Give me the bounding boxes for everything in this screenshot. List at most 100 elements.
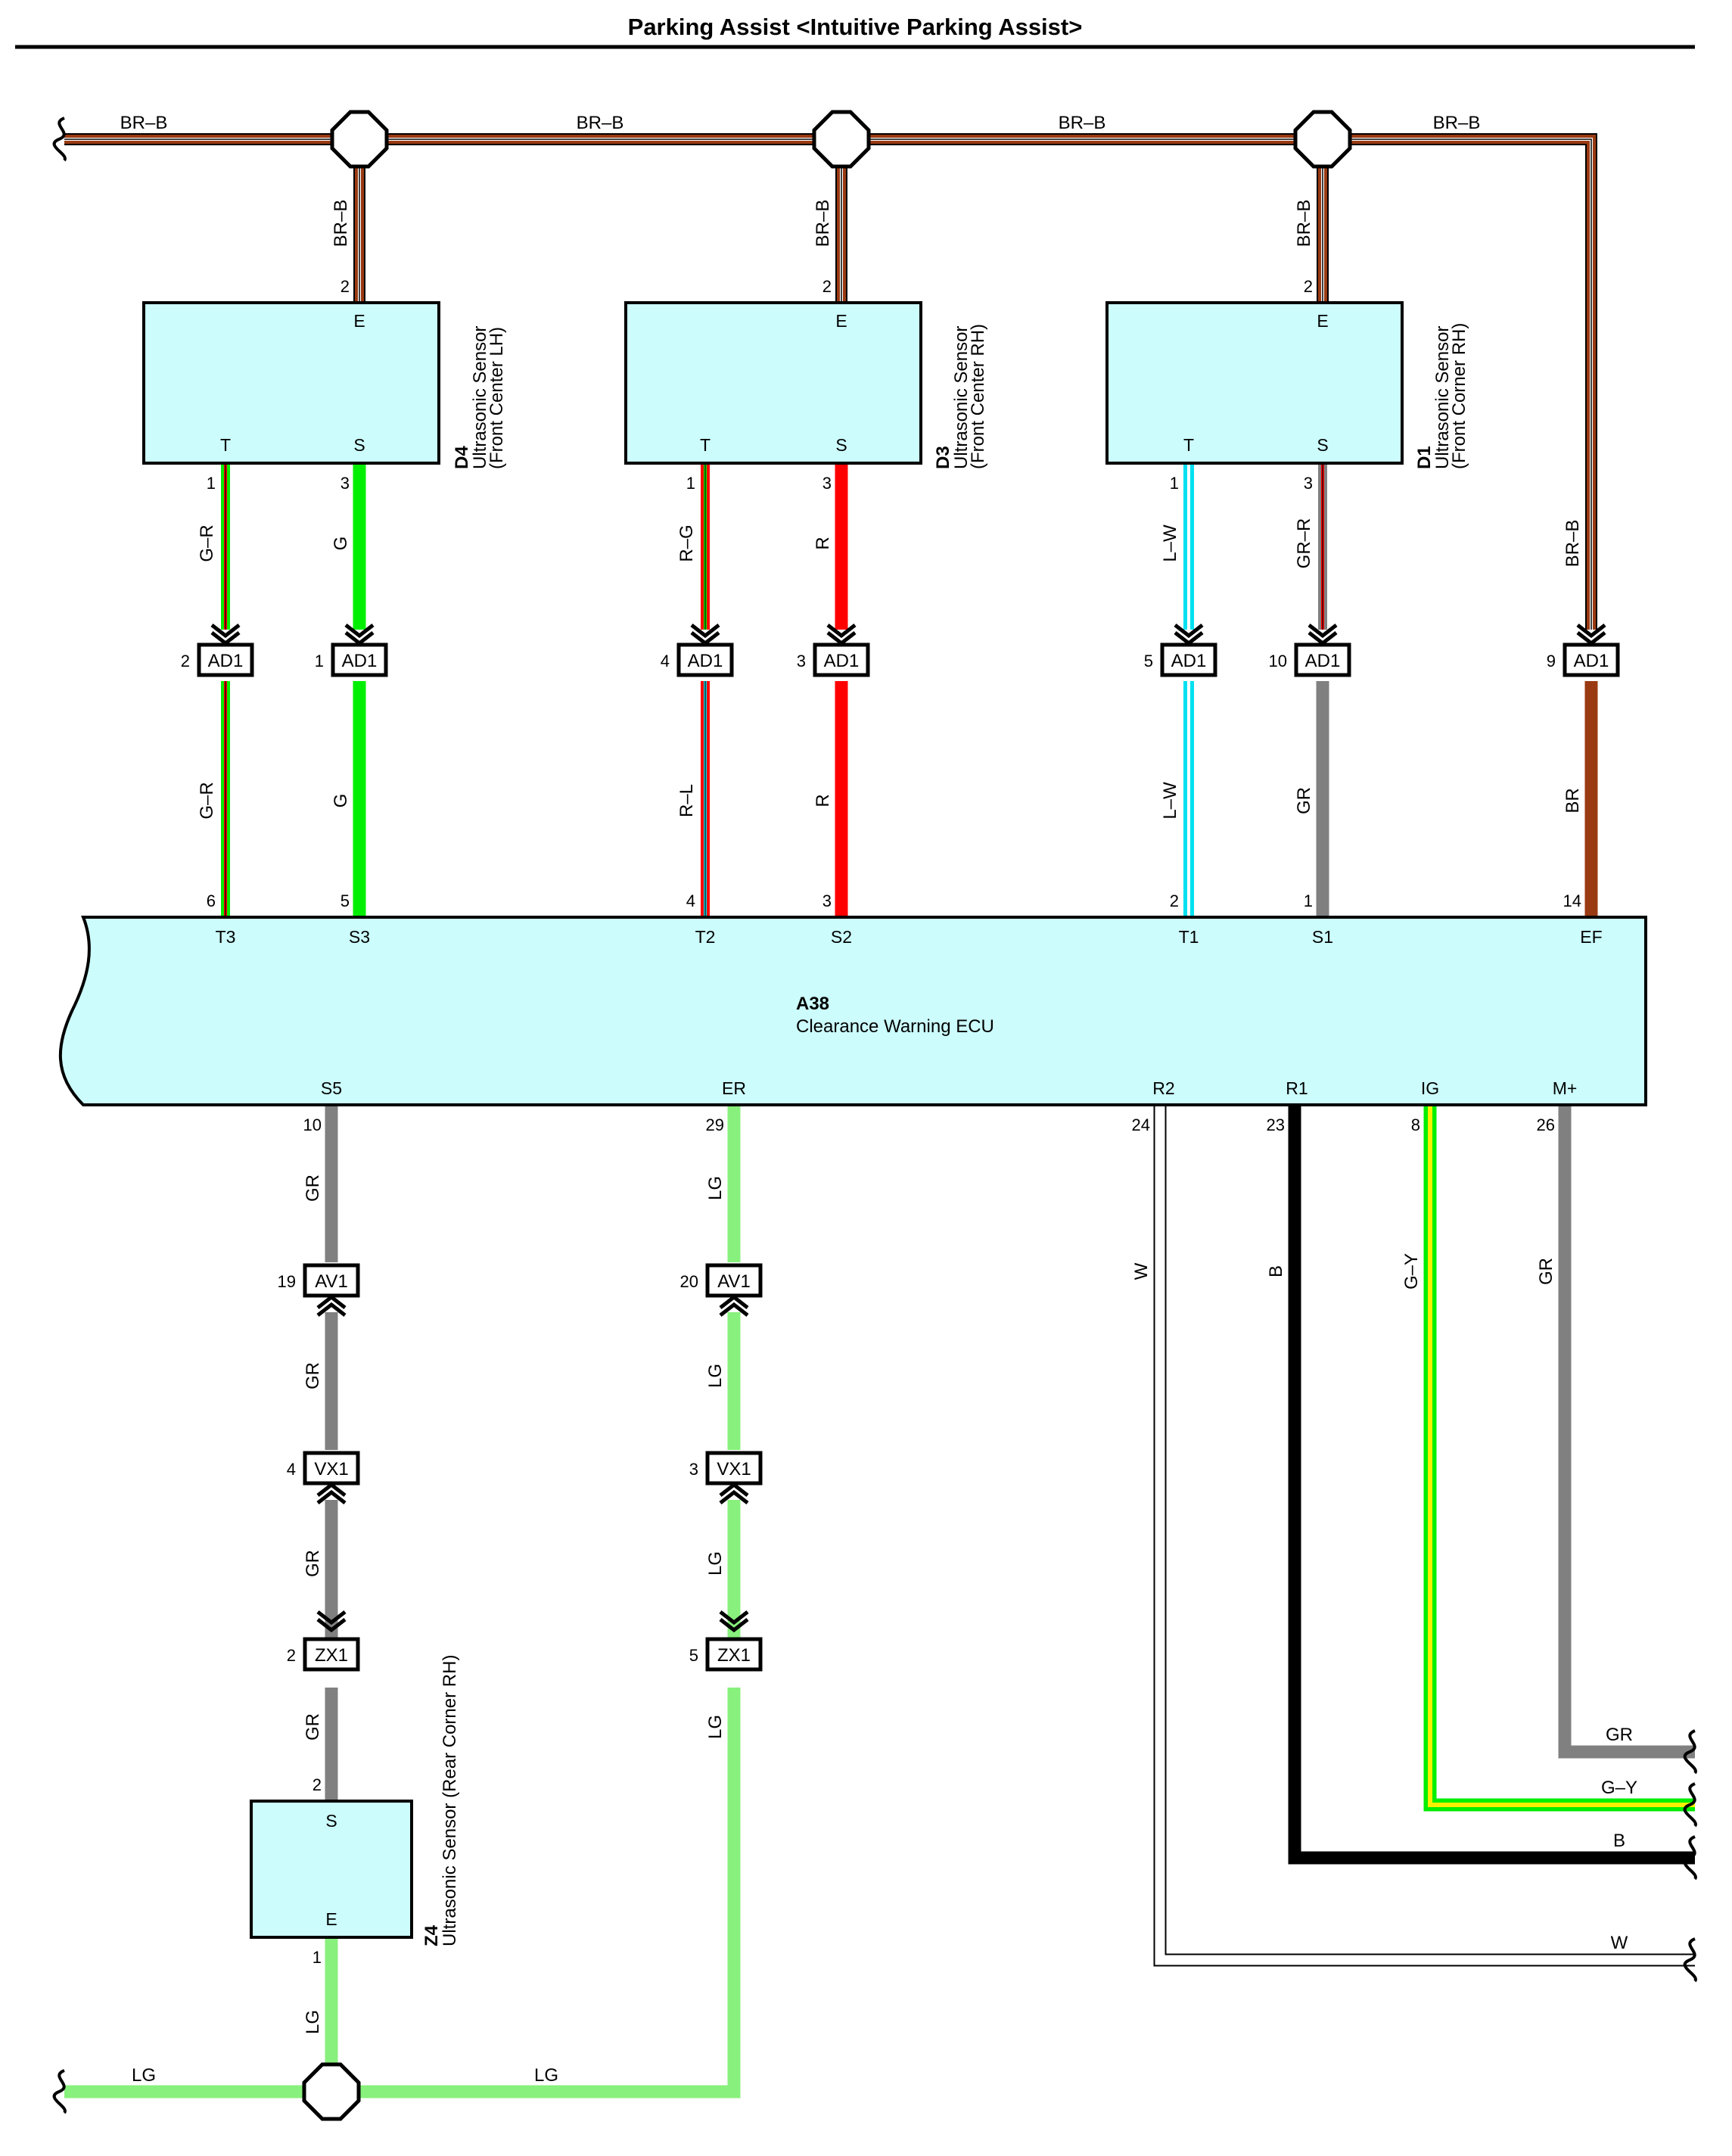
wire-label: G: [331, 537, 351, 551]
connector-label: AD1: [1171, 651, 1207, 671]
splice-point: [1293, 110, 1352, 169]
component-name: (Front Corner RH): [1449, 323, 1469, 469]
pin-number: 2: [1304, 277, 1313, 296]
wire-label: R–G: [676, 524, 697, 562]
splice-point: [812, 110, 871, 169]
connector-ad1: AD1 4: [661, 624, 734, 677]
pin-number: 23: [1267, 1115, 1285, 1134]
component-id: Z4: [421, 1924, 442, 1946]
component-box: [142, 301, 440, 465]
connector-label: AD1: [688, 651, 723, 671]
wire-label: BR–B: [1294, 200, 1314, 247]
terminal-label: S3: [349, 927, 370, 947]
wire-label: BR–B: [331, 200, 351, 247]
wire-label: GR: [303, 1174, 323, 1202]
pin-number: 9: [1547, 652, 1556, 670]
pin-number: 5: [340, 891, 350, 910]
wire-label: L–W: [1160, 782, 1180, 820]
wire-label: GR: [1536, 1258, 1556, 1285]
pin-number: 20: [680, 1272, 698, 1291]
pin-number: 5: [689, 1646, 698, 1665]
pin-number: 1: [313, 1948, 322, 1967]
wire-label: R: [813, 537, 833, 549]
splice-points: [302, 110, 1352, 2121]
wire-mplus-gr: [1558, 1105, 1695, 1759]
pin-number: 3: [1304, 474, 1313, 493]
wire-label: GR: [303, 1550, 323, 1577]
wire-break-mark: [52, 117, 67, 162]
wire-label: BR–B: [1059, 113, 1106, 133]
wire-label: BR–B: [577, 113, 624, 133]
pin-number: 1: [315, 652, 324, 670]
pin-number: 10: [1269, 652, 1287, 670]
wire-labels: BR–B BR–B BR–B BR–B BR–B BR–B BR–B BR–B …: [120, 113, 1637, 2086]
connector-av1: AV1 19: [278, 1263, 360, 1317]
wire-ig-g-y: [1423, 1105, 1695, 1812]
component-id: D3: [933, 446, 953, 469]
pin-number: 29: [706, 1115, 724, 1134]
wire-label: LG: [705, 1364, 726, 1388]
wire-label: LG: [705, 1176, 726, 1200]
wire-label: R: [813, 794, 833, 807]
terminal-label: T: [1183, 435, 1194, 455]
terminal-label: S2: [831, 927, 852, 947]
pin-number: 14: [1563, 891, 1581, 910]
terminal-label: T: [220, 435, 231, 455]
wire-label: BR–B: [120, 113, 168, 133]
pin-number: 3: [340, 474, 350, 493]
connector-label: AD1: [824, 651, 860, 671]
component-name: Ultrasonic Sensor (Rear Corner RH): [440, 1655, 460, 1946]
connector-ad1: AD1 3: [797, 624, 870, 677]
wire-r2-w: [1153, 1105, 1695, 1967]
connector-vx1: VX1 4: [287, 1451, 360, 1504]
pin-numbers: 2 1 3 2 1 3 2 1 3 6 5 4 3 2 1 14 10 29 2…: [207, 277, 1581, 1967]
connector-ad1: AD1 5: [1144, 624, 1217, 677]
pin-number: 2: [287, 1646, 296, 1665]
wire-label: BR–B: [1563, 520, 1583, 568]
splice-point: [302, 2062, 361, 2121]
wire-label: LG: [132, 2065, 156, 2086]
connector-label: AD1: [1305, 651, 1341, 671]
terminal-label: ER: [722, 1078, 746, 1098]
terminal-label: EF: [1580, 927, 1602, 947]
inline-connectors: AD1 2 AD1 1 AD1 4 AD1 3 AD1 5: [181, 624, 1620, 1672]
connector-label: AD1: [208, 651, 244, 671]
wire-label: BR: [1563, 788, 1583, 813]
connector-label: ZX1: [717, 1645, 751, 1666]
terminal-label: T2: [695, 927, 716, 947]
terminal-label: IG: [1421, 1078, 1439, 1098]
wire-label: GR: [1294, 787, 1314, 814]
pin-number: 1: [1304, 891, 1313, 910]
component-box: [1105, 301, 1404, 465]
connector-label: AV1: [717, 1271, 751, 1292]
wire-label: LG: [303, 2010, 323, 2034]
wire-label: B: [1613, 1831, 1625, 1851]
wire-label: R–L: [676, 784, 697, 817]
wire-break-mark: [1683, 1937, 1697, 1983]
terminal-label: S1: [1312, 927, 1333, 947]
wire-label: W: [1131, 1262, 1152, 1280]
terminal-label: E: [1317, 311, 1328, 331]
wire-break-mark: [1683, 1729, 1697, 1775]
component-z4: S E Z4 Ultrasonic Sensor (Rear Corner RH…: [250, 1655, 460, 1946]
wire-label: LG: [705, 1715, 726, 1739]
component-id: D4: [452, 446, 472, 469]
wire-label: BR–B: [813, 200, 833, 247]
pin-number: 19: [278, 1272, 296, 1291]
terminal-label: S: [325, 1811, 337, 1831]
component-id: D1: [1414, 446, 1435, 469]
pin-number: 2: [181, 652, 190, 670]
component-name: Clearance Warning ECU: [796, 1016, 994, 1037]
wire-label: LG: [705, 1551, 726, 1576]
pin-number: 2: [1170, 891, 1179, 910]
component-d3: E T S D3 Ultrasonic Sensor (Front Center…: [624, 301, 988, 469]
wire-label: G–R: [197, 782, 217, 819]
pin-number: 1: [1170, 474, 1179, 493]
connector-ad1: AD1 9: [1547, 624, 1620, 677]
pin-number: 3: [822, 474, 832, 493]
wire-label: G–R: [197, 524, 217, 562]
pin-number: 2: [313, 1775, 322, 1794]
wire-label: B: [1266, 1265, 1286, 1277]
terminal-label: R2: [1152, 1078, 1174, 1098]
